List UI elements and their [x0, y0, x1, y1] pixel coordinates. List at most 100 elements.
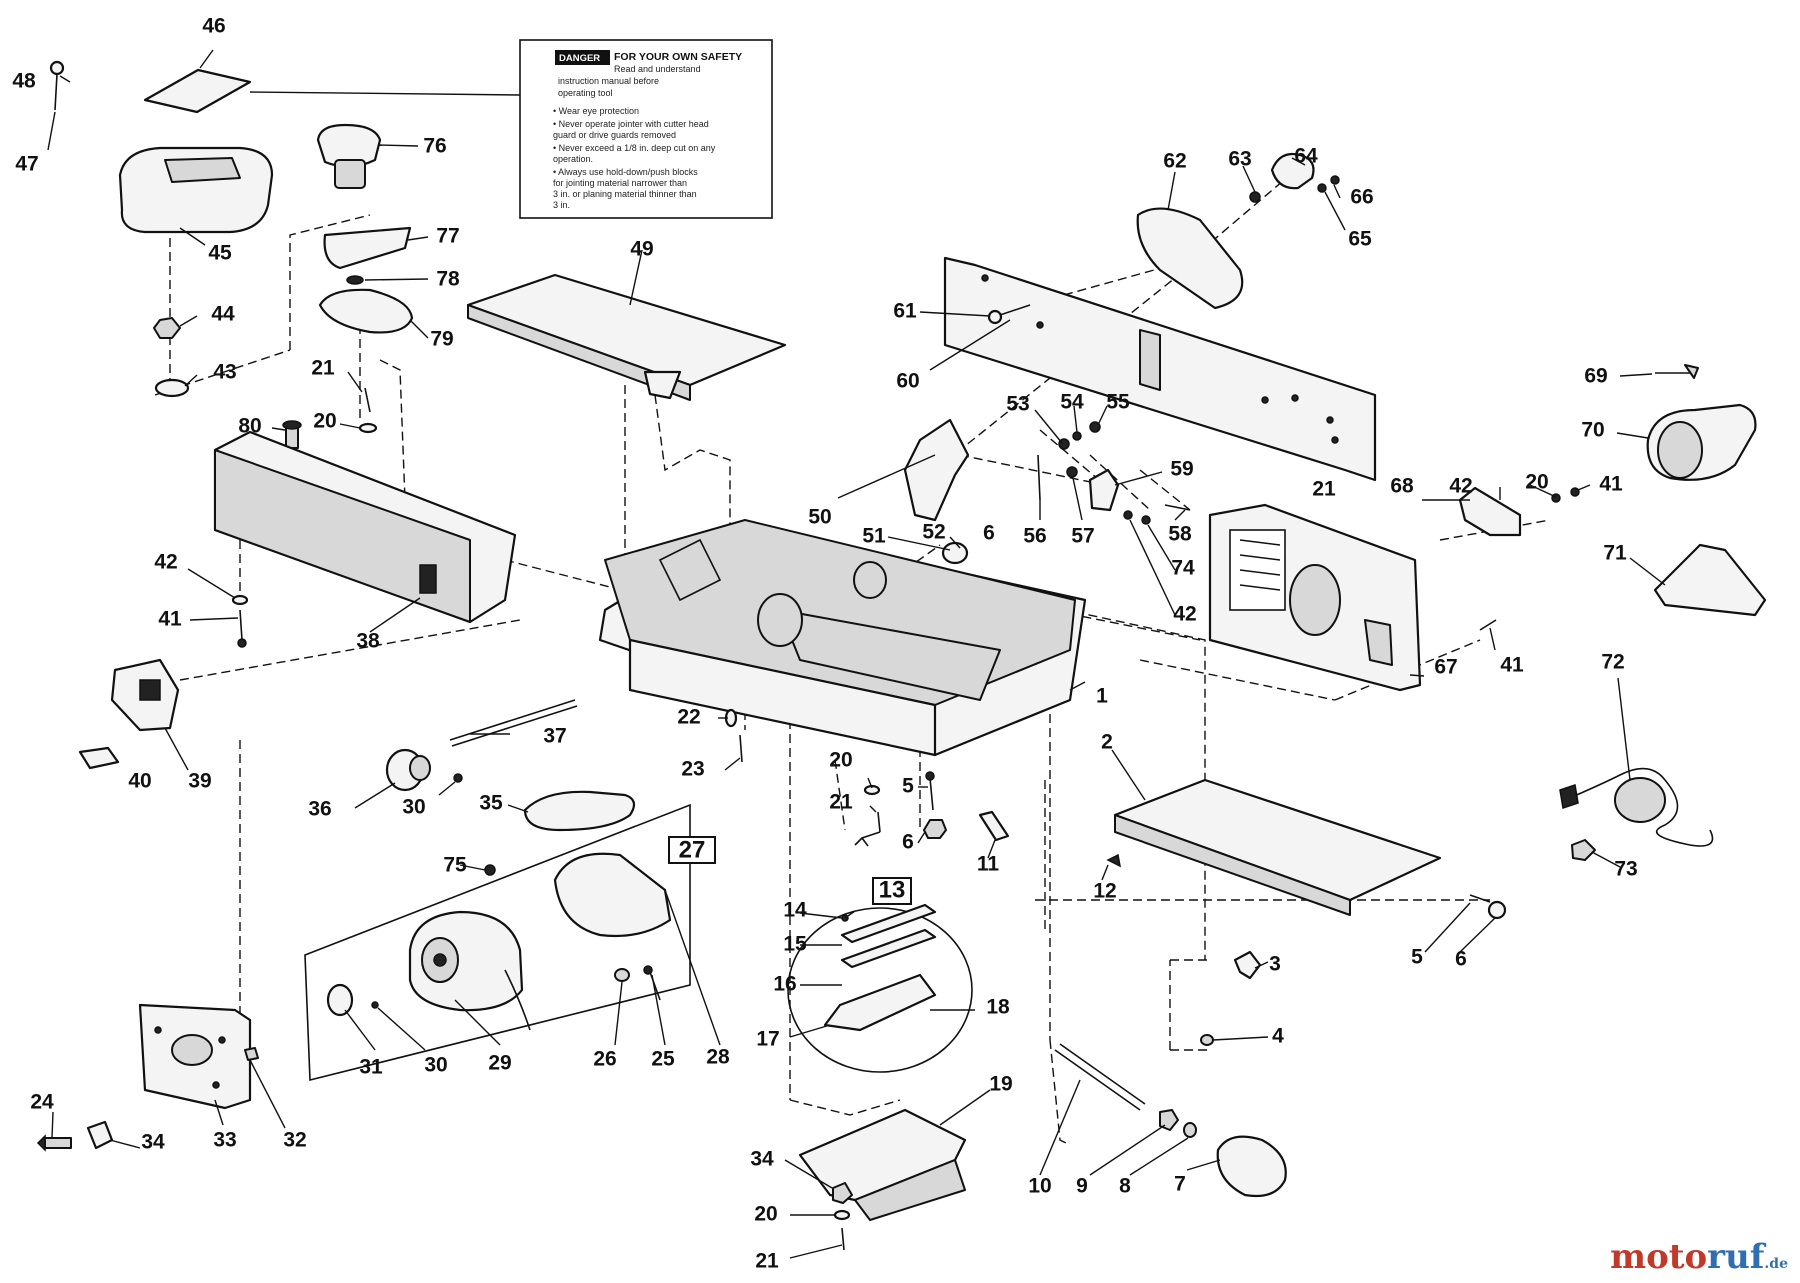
washer-74 [1141, 515, 1151, 525]
label-bullet-5: operation. [553, 154, 593, 164]
callout-34-bottom: 34 [750, 1148, 774, 1171]
pin-11 [978, 810, 1010, 842]
callout-47: 47 [15, 153, 38, 176]
callout-6-upper: 6 [983, 522, 995, 545]
callout-13: 13 [879, 876, 906, 903]
mount-plate-33 [138, 1003, 252, 1110]
callout-12: 12 [1093, 880, 1116, 903]
shaft-10 [1054, 1043, 1146, 1111]
chip-chute-19 [798, 1108, 967, 1221]
callout-4: 4 [1272, 1025, 1284, 1048]
callout-41-right: 41 [1500, 654, 1524, 677]
belt-35 [523, 790, 636, 832]
washer-8 [1183, 1122, 1197, 1138]
guard-plate-77 [323, 226, 412, 270]
label-bullet-3: guard or drive guards removed [553, 130, 676, 140]
callout-78: 78 [436, 268, 460, 291]
label-title-line-3: instruction manual before [558, 76, 659, 86]
danger-label-graphic [249, 39, 773, 219]
wrench-69 [1655, 364, 1699, 379]
cutter-housing-67 [1208, 503, 1422, 692]
watermark-part-1: moto [1610, 1237, 1708, 1277]
callout-3: 3 [1269, 953, 1281, 976]
callout-1: 1 [1096, 685, 1108, 708]
bracket-59 [1088, 468, 1120, 512]
pin-56 [1037, 454, 1041, 501]
callout-20-upper: 20 [313, 410, 336, 433]
callout-21-upper: 21 [311, 357, 335, 380]
knob-64 [1270, 152, 1315, 190]
rail-38 [213, 430, 517, 624]
callout-72: 72 [1601, 651, 1624, 674]
nut-57 [1066, 466, 1078, 478]
callout-45: 45 [208, 242, 232, 265]
callout-20-bottom: 20 [754, 1203, 777, 1226]
clamp-3 [1233, 950, 1262, 980]
callout-79: 79 [430, 328, 453, 351]
callout-71: 71 [1603, 542, 1627, 565]
switch-39 [110, 658, 180, 732]
washer-20-mid [863, 784, 881, 796]
callout-68: 68 [1390, 475, 1414, 498]
callout-62: 62 [1163, 150, 1186, 173]
callout-29: 29 [488, 1052, 511, 1075]
label-bullet-4: • Never exceed a 1/8 in. deep cut on any [553, 143, 716, 153]
callout-25: 25 [651, 1048, 675, 1071]
label-bullet-9: 3 in. [553, 200, 570, 210]
switch-key-40 [78, 746, 120, 770]
callout-38: 38 [356, 630, 380, 653]
callout-41-upper: 41 [1599, 473, 1623, 496]
callout-23: 23 [681, 758, 704, 781]
callout-37: 37 [543, 725, 566, 748]
callout-17: 17 [756, 1028, 779, 1051]
callout-57: 57 [1071, 525, 1094, 548]
motor-29 [408, 910, 531, 1031]
callout-42-left: 42 [154, 551, 177, 574]
callout-61: 61 [893, 300, 917, 323]
callout-43: 43 [213, 361, 236, 384]
nut-63 [1249, 191, 1261, 203]
washer-20-bottom [833, 1209, 851, 1221]
callout-44: 44 [211, 303, 235, 326]
callout-30-upper: 30 [402, 796, 425, 819]
power-cord-72 [1559, 767, 1714, 847]
cutterhead-group-13 [787, 877, 973, 1073]
callout-64: 64 [1294, 145, 1318, 168]
outfeed-table-2 [1113, 778, 1442, 916]
screw-41-upper [1570, 487, 1580, 497]
handwheel-7 [1216, 1135, 1287, 1198]
callout-21-right: 21 [1312, 478, 1336, 501]
callout-9: 9 [1076, 1175, 1088, 1198]
washer-54 [1072, 431, 1082, 441]
nut-51 [941, 541, 969, 565]
label-bullet-8: 3 in. or planing material thinner than [553, 189, 697, 199]
bracket-50 [903, 418, 970, 522]
washer-42-right [1123, 510, 1133, 520]
dust-chute-70 [1646, 403, 1757, 481]
callout-66: 66 [1350, 186, 1373, 209]
screw-61 [987, 304, 1031, 325]
bolt-5-right [1469, 894, 1491, 903]
callout-58: 58 [1168, 523, 1192, 546]
callout-69: 69 [1584, 365, 1607, 388]
callout-65: 65 [1348, 228, 1372, 251]
callout-32: 32 [283, 1129, 306, 1152]
set-screw-30-upper [453, 773, 463, 783]
label-bullet-2: • Never operate jointer with cutter head [553, 119, 709, 129]
nut-34-left [86, 1120, 114, 1150]
label-title-line-2: Read and understand [614, 64, 701, 74]
callout-63: 63 [1228, 148, 1251, 171]
callout-11: 11 [977, 853, 1000, 876]
screw-21-bottom [841, 1227, 845, 1251]
callout-35: 35 [479, 792, 503, 815]
callout-41-left: 41 [158, 608, 182, 631]
infeed-table-49 [466, 273, 787, 401]
knob-76 [316, 123, 382, 189]
screw-21-upper [364, 387, 371, 413]
danger-tag: DANGER [559, 53, 600, 64]
callout-24: 24 [30, 1091, 54, 1114]
base-frame-1 [598, 519, 1087, 757]
callout-22: 22 [677, 706, 700, 729]
motor-group-27 [304, 803, 716, 1082]
